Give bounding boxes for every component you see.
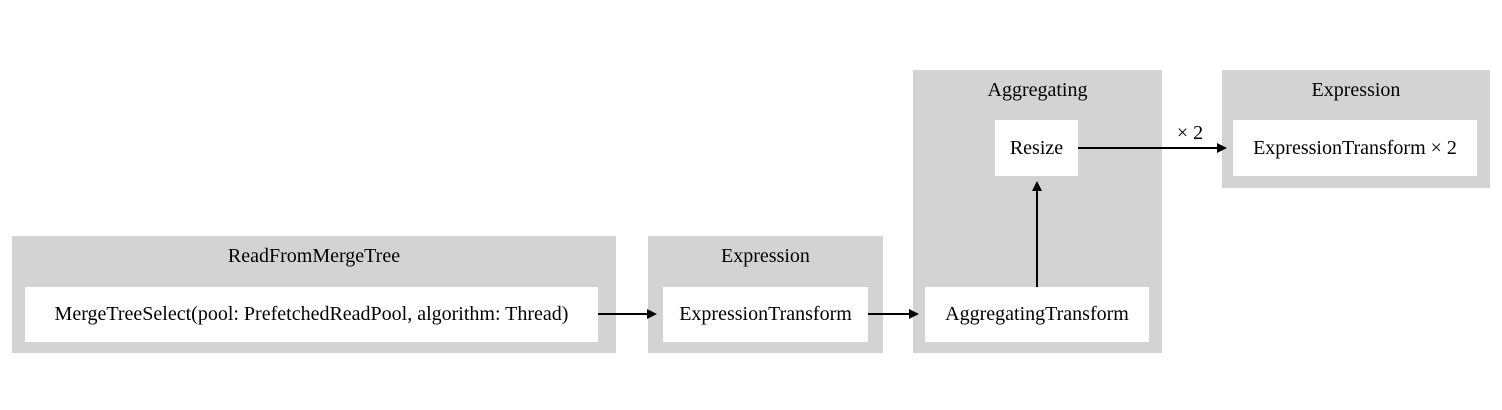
node-aggregating-transform: AggregatingTransform: [925, 287, 1149, 342]
cluster-expression-2: Expression ExpressionTransform × 2: [1222, 70, 1490, 188]
cluster-title: Expression: [1311, 79, 1401, 101]
cluster-title: ReadFromMergeTree: [227, 245, 401, 267]
node-label: AggregatingTransform: [945, 303, 1129, 325]
node-label: Resize: [1009, 136, 1064, 159]
cluster-title: Expression: [721, 245, 810, 267]
cluster-aggregating: Aggregating Resize AggregatingTransform: [913, 70, 1162, 353]
node-label: ExpressionTransform × 2: [1253, 136, 1457, 159]
cluster-title: Aggregating: [987, 79, 1088, 101]
node-expression-transform-x2: ExpressionTransform × 2: [1233, 120, 1477, 176]
node-expression-transform: ExpressionTransform: [663, 287, 868, 342]
node-merge-tree-select: MergeTreeSelect(pool: PrefetchedReadPool…: [25, 287, 598, 342]
node-label: MergeTreeSelect(pool: PrefetchedReadPool…: [54, 303, 569, 325]
cluster-expression-1: Expression ExpressionTransform: [648, 236, 883, 353]
cluster-read-from-merge-tree: ReadFromMergeTree MergeTreeSelect(pool: …: [12, 236, 616, 353]
node-resize: Resize: [995, 120, 1078, 176]
node-label: ExpressionTransform: [679, 303, 852, 325]
edge-label-x2: × 2: [1176, 122, 1204, 144]
